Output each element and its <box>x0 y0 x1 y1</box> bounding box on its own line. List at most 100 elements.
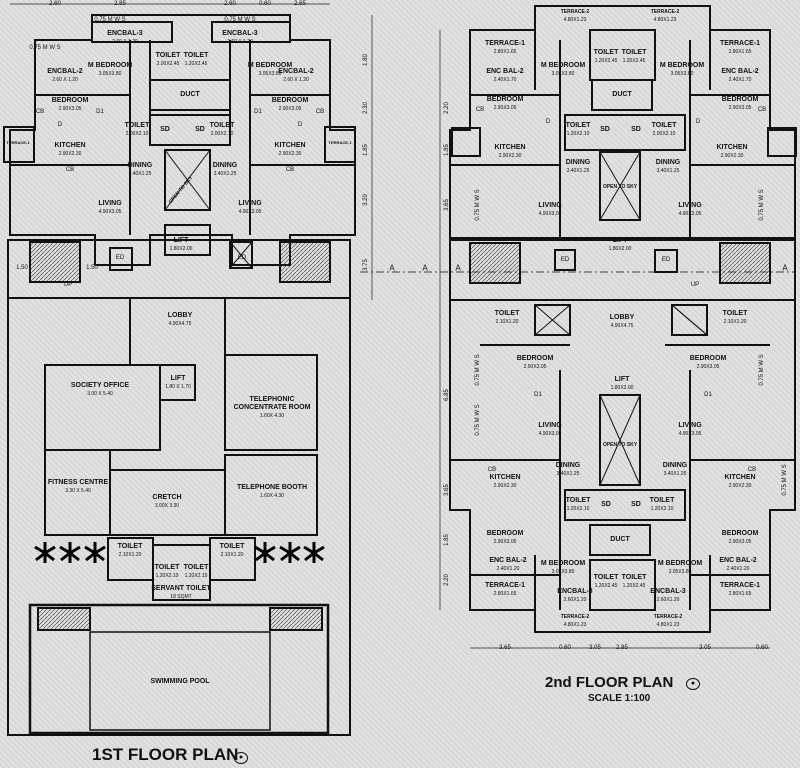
section-mark: A <box>782 263 788 273</box>
room-label: SD <box>195 126 205 133</box>
dimension-label: 1.50 <box>16 265 28 271</box>
plan-title: 1ST FLOOR PLAN <box>92 745 239 764</box>
dimension-label: 2.30 <box>363 102 369 114</box>
mark-label: ED <box>661 257 671 263</box>
dimension-label: 1.85 <box>363 144 369 156</box>
mws-label: 0.75 M W S <box>475 404 481 436</box>
north-arrow-icon: ● <box>234 752 248 764</box>
room-label: SD <box>631 501 641 508</box>
dimension-label: 2.60 <box>49 1 61 7</box>
mark-label: D1 <box>96 109 104 115</box>
mark-label: D <box>57 122 63 128</box>
mws-label: 0.75 M W S <box>782 464 788 496</box>
mark-label: ED <box>237 255 247 261</box>
dimension-label: 0.60 <box>756 645 768 651</box>
mark-label: ED <box>560 257 570 263</box>
mark-label: D <box>297 122 303 128</box>
room-label: DUCT <box>610 536 630 543</box>
dimension-label: 1.85 <box>444 144 450 156</box>
room-label: TERRACE-1 <box>328 140 352 145</box>
dimension-label: 3.75 <box>363 259 369 271</box>
mws-label: 0.75 M W S <box>759 189 765 221</box>
mws-label: 0.75 M W S <box>224 17 256 23</box>
dimension-label: 2.60 <box>224 1 236 7</box>
room-label: DUCT <box>612 91 632 98</box>
dimension-label: 6.85 <box>444 389 450 401</box>
mark-label: CB <box>747 467 757 473</box>
room-label: OPEN TO SKY <box>602 442 638 448</box>
mws-label: 0.75 M W S <box>475 189 481 221</box>
room-label: SWIMMING POOL <box>150 678 210 685</box>
plan-title: 2nd FLOOR PLAN <box>545 674 674 691</box>
mark-label: UP <box>63 282 73 288</box>
section-mark: A <box>389 263 395 273</box>
dimension-label: 3.65 <box>444 199 450 211</box>
scale-label: SCALE 1:100 <box>588 693 651 704</box>
mark-label: ED <box>115 255 125 261</box>
dimension-label: 0.60 <box>559 645 571 651</box>
room-label: OPEN TO SKY <box>602 184 638 190</box>
mws-label: 0.75 M W S <box>94 17 126 23</box>
dimension-label: 1.80 <box>363 54 369 66</box>
dimension-label: 1.85 <box>444 534 450 546</box>
room-label: SD <box>631 126 641 133</box>
dimension-label: 2.20 <box>444 574 450 586</box>
mark-label: CB <box>757 107 767 113</box>
dimension-label: 2.20 <box>444 102 450 114</box>
dimension-label: 3.05 <box>699 645 711 651</box>
room-label: TERRACE-1 <box>6 140 30 145</box>
section-mark: A <box>422 263 428 273</box>
room-label: SD <box>601 501 611 508</box>
planter-icons <box>34 542 325 563</box>
mark-label: CB <box>475 107 485 113</box>
plan-right-walls <box>449 5 797 633</box>
mark-label: CB <box>487 467 497 473</box>
